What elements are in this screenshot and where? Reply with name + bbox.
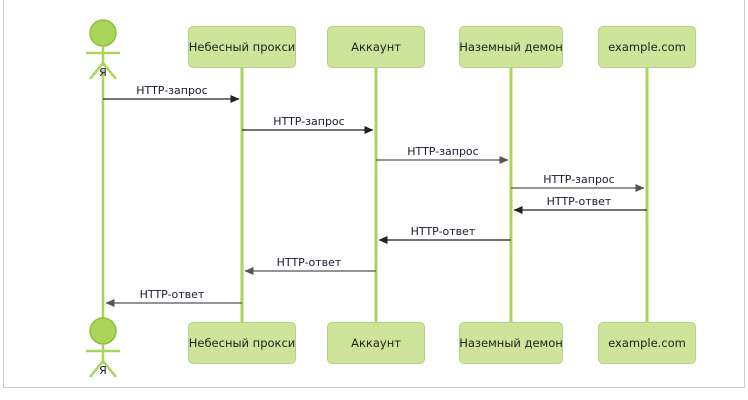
actor-figure-top (86, 19, 120, 80)
participant-box-account-bottom[interactable]: Аккаунт (327, 322, 425, 364)
participant-box-proxy-bottom[interactable]: Небесный прокси (188, 322, 296, 364)
participant-box-daemon-bottom[interactable]: Наземный демон (459, 322, 563, 364)
message-label-2: HTTP-запрос (273, 115, 345, 128)
message-label-8: HTTP-ответ (139, 288, 205, 301)
participant-label-account-top: Аккаунт (351, 39, 401, 54)
actor-label-bottom: Я (99, 364, 107, 377)
participant-box-daemon-top[interactable]: Наземный демон (459, 26, 563, 68)
participant-label-proxy-bottom: Небесный прокси (188, 335, 296, 350)
actor-figure-bottom (86, 317, 120, 378)
actor-label-top: Я (99, 66, 107, 79)
message-label-5: HTTP-ответ (546, 195, 612, 208)
message-label-4: HTTP-запрос (543, 173, 615, 186)
message-label-3: HTTP-запрос (407, 145, 479, 158)
participant-box-proxy-top[interactable]: Небесный прокси (188, 26, 296, 68)
participant-label-site-top: example.com (608, 39, 686, 54)
participant-box-site-bottom[interactable]: example.com (598, 322, 696, 364)
participant-label-proxy-top: Небесный прокси (188, 39, 296, 54)
participant-label-site-bottom: example.com (608, 335, 686, 350)
participant-label-daemon-top: Наземный демон (459, 39, 563, 54)
message-label-1: HTTP-запрос (136, 84, 208, 97)
participant-box-account-top[interactable]: Аккаунт (327, 26, 425, 68)
participant-label-daemon-bottom: Наземный демон (459, 335, 563, 350)
participant-box-site-top[interactable]: example.com (598, 26, 696, 68)
message-label-6: HTTP-ответ (410, 225, 476, 238)
message-label-7: HTTP-ответ (276, 256, 342, 269)
participant-label-account-bottom: Аккаунт (351, 335, 401, 350)
